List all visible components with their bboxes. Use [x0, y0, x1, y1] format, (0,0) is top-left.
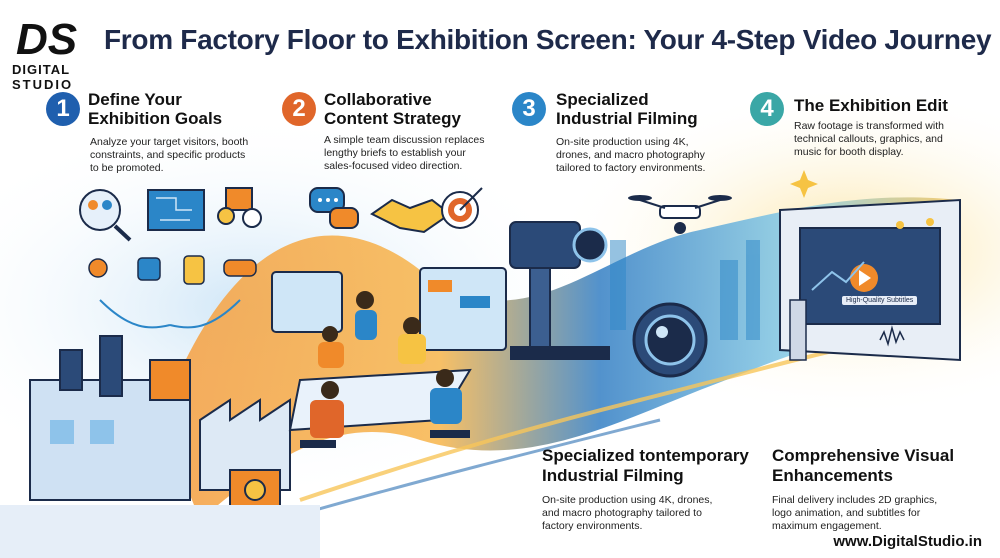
bottom-1-desc-line3: factory environments. — [542, 520, 643, 532]
step-3-desc-line2: drones, and macro photography — [556, 149, 705, 161]
step-3-description: On-site production using 4K, drones, and… — [556, 136, 705, 175]
people-icon — [79, 189, 132, 242]
bottom-1-desc-line1: On-site production using 4K, drones, — [542, 494, 713, 506]
logo-mark: DS — [16, 15, 77, 60]
gears-icon — [217, 187, 262, 228]
bottom-1-description: On-site production using 4K, drones, and… — [542, 494, 712, 533]
step-1-title-line1: Define Your — [88, 90, 182, 109]
bottom-1-title-line2: Industrial Filming — [542, 466, 684, 485]
step-1-desc-line2: constraints, and specific products — [90, 149, 246, 161]
blueprint-icon — [147, 189, 205, 231]
step-2-desc-line2: lengthy briefs to establish your — [324, 147, 466, 159]
bottom-2-title: Comprehensive Visual Enhancements — [772, 446, 954, 486]
target-icon — [441, 187, 483, 229]
team-meeting-illustration — [271, 267, 507, 448]
step-4-desc-line2: technical callouts, graphics, and — [794, 133, 943, 145]
step-4-title: The Exhibition Edit — [794, 96, 948, 115]
logo-mark-text: DS — [16, 15, 77, 60]
step-1-desc-line3: to be promoted. — [90, 162, 164, 174]
step-2-title: Collaborative Content Strategy — [324, 90, 461, 128]
bottom-2-title-line1: Comprehensive Visual — [772, 446, 955, 465]
step-3-desc-line3: tailored to factory environments. — [556, 162, 706, 174]
step-4-desc-line1: Raw footage is transformed with — [794, 120, 944, 132]
step-1-desc-line1: Analyze your target visitors, booth — [90, 136, 249, 148]
step-1-title-line2: Exhibition Goals — [88, 109, 223, 128]
bottom-2-desc-line1: Final delivery includes 2D graphics, — [772, 494, 938, 506]
step-4-desc-line3: music for booth display. — [794, 146, 904, 158]
step-4-description: Raw footage is transformed with technica… — [794, 120, 944, 159]
step-4-title-line1: The Exhibition Edit — [794, 96, 948, 115]
step-3-badge: 3 — [512, 92, 546, 126]
logo: DS DIGITAL STUDIO — [12, 14, 92, 92]
bottom-1-desc-line2: and macro photography tailored to — [542, 507, 702, 519]
step-3-title-line1: Specialized — [556, 90, 649, 109]
screen-subtitle-label: High-Quality Subtitles — [842, 296, 918, 305]
step-2-desc-line1: A simple team discussion replaces — [324, 134, 485, 146]
step-3-title: Specialized Industrial Filming — [556, 90, 698, 128]
handshake-icon — [370, 198, 452, 234]
step-3-title-line2: Industrial Filming — [556, 109, 698, 128]
step-3-desc-line1: On-site production using 4K, — [556, 136, 689, 148]
macro-lens-illustration — [632, 302, 708, 378]
step-2-title-line2: Content Strategy — [324, 109, 461, 128]
logo-line2: STUDIO — [12, 77, 74, 92]
step-2-title-line1: Collaborative — [324, 90, 432, 109]
bottom-2-desc-line3: maximum engagement. — [772, 520, 882, 532]
bottom-2-title-line2: Enhancements — [772, 466, 893, 485]
step-1-description: Analyze your target visitors, booth cons… — [90, 136, 248, 175]
bottom-2-description: Final delivery includes 2D graphics, log… — [772, 494, 937, 533]
logo-line1: DIGITAL — [12, 62, 71, 77]
step-2-description: A simple team discussion replaces length… — [324, 134, 485, 173]
video-camera-icon — [509, 221, 610, 360]
step-1-title: Define Your Exhibition Goals — [88, 90, 222, 128]
drone-icon — [628, 195, 732, 234]
chat-bubbles-icon — [309, 187, 359, 229]
factory-illustration — [0, 335, 320, 558]
footer-url: www.DigitalStudio.in — [833, 533, 982, 550]
page-title: From Factory Floor to Exhibition Screen:… — [104, 24, 992, 55]
bottom-1-title-line1: Specialized tontemporary — [542, 446, 749, 465]
bottom-1-title: Specialized tontemporary Industrial Film… — [542, 446, 749, 486]
step-4-badge: 4 — [750, 92, 784, 126]
exhibition-screen-icon — [779, 198, 961, 362]
bottom-2-desc-line2: logo animation, and subtitles for — [772, 507, 921, 519]
step-2-desc-line3: sales-focused video direction. — [324, 160, 463, 172]
step-2-badge: 2 — [282, 92, 316, 126]
step-1-badge: 1 — [46, 92, 80, 126]
city-skyline — [610, 240, 760, 340]
